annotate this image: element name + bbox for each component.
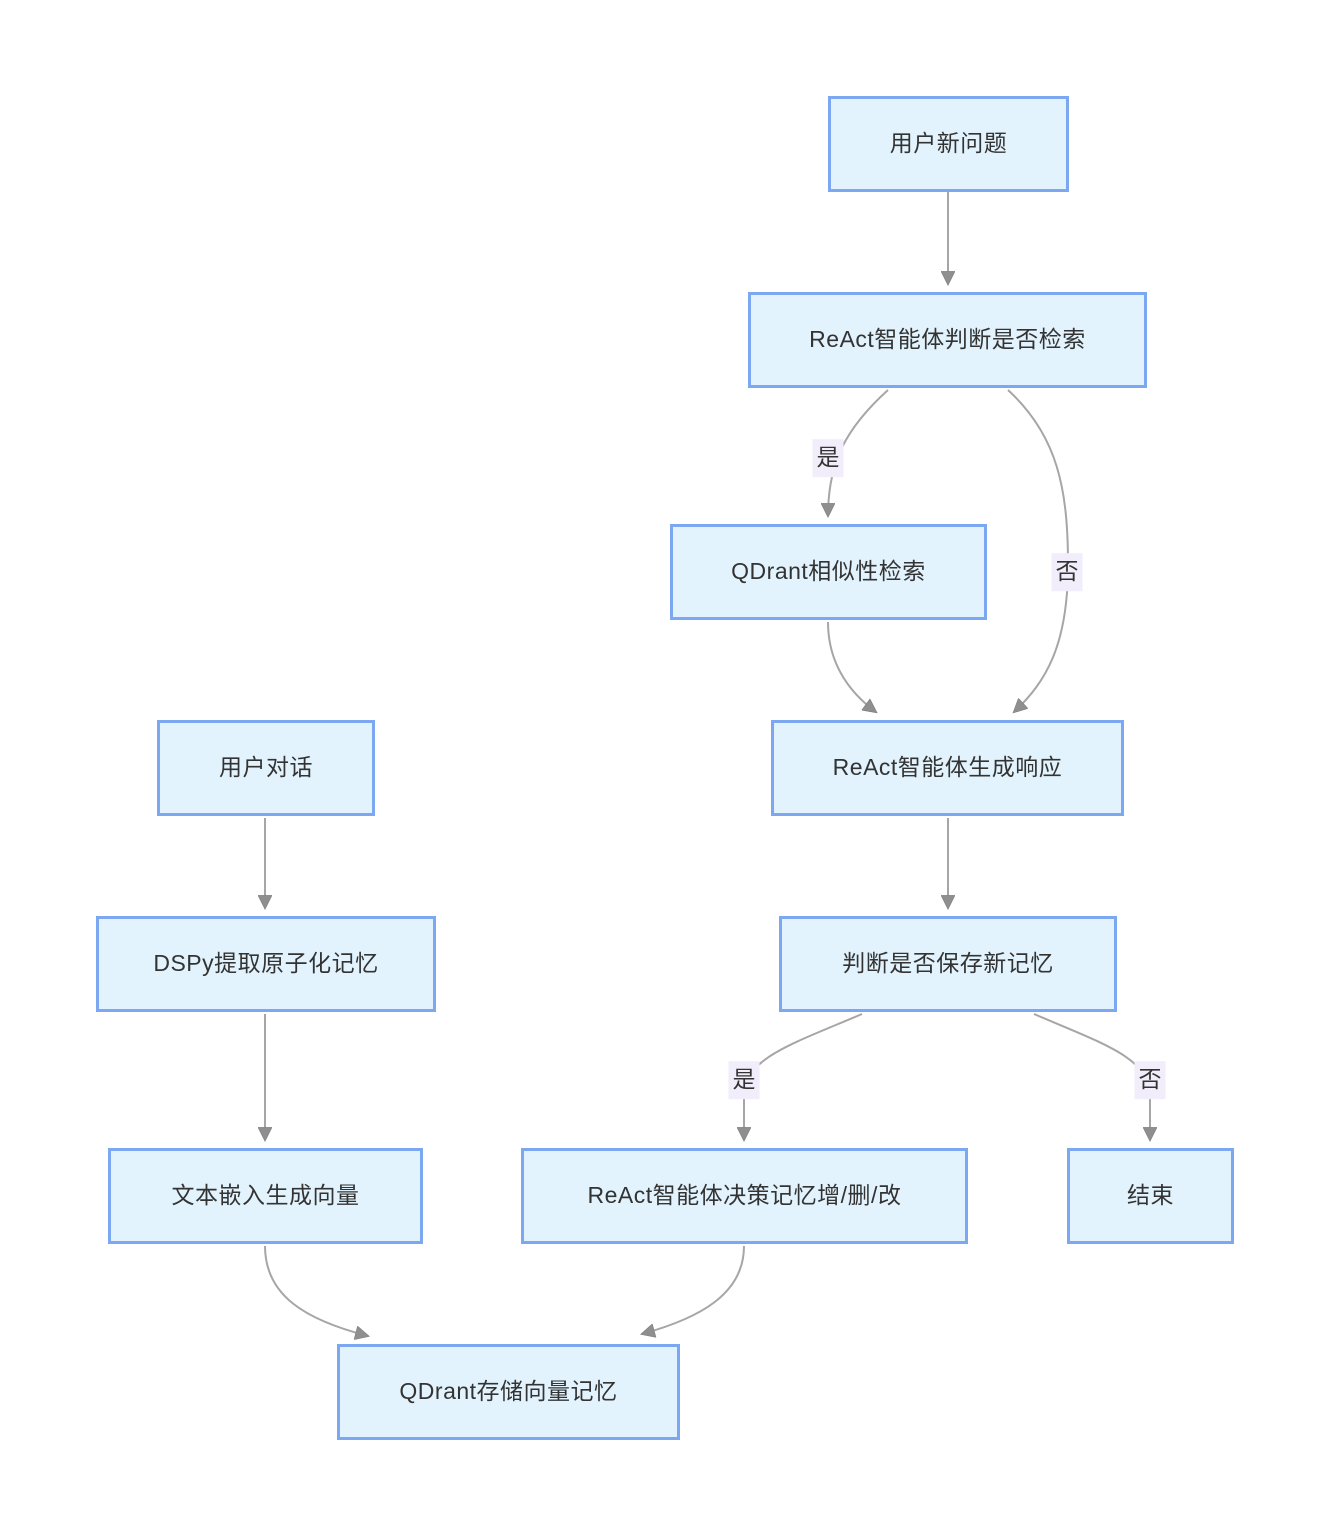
edge-label-no-save: 否 — [1134, 1061, 1166, 1099]
node-react-judge-retrieval: ReAct智能体判断是否检索 — [748, 292, 1147, 388]
node-judge-save-memory: 判断是否保存新记忆 — [779, 916, 1117, 1012]
node-qdrant-similarity-search: QDrant相似性检索 — [670, 524, 987, 620]
node-end: 结束 — [1067, 1148, 1234, 1244]
node-user-new-question: 用户新问题 — [828, 96, 1069, 192]
node-dspy-extract-memory: DSPy提取原子化记忆 — [96, 916, 436, 1012]
edge-judge2-to-crud-yes — [744, 1013, 863, 1140]
node-user-dialog: 用户对话 — [157, 720, 375, 816]
edge-search-to-response — [827, 621, 876, 712]
edge-label-yes-save: 是 — [728, 1061, 760, 1099]
node-qdrant-store-memory: QDrant存储向量记忆 — [337, 1344, 680, 1440]
node-react-memory-crud: ReAct智能体决策记忆增/删/改 — [521, 1148, 968, 1244]
edge-embedding-to-store — [264, 1245, 368, 1336]
edge-judge2-to-end-no — [1033, 1013, 1150, 1140]
node-text-embedding: 文本嵌入生成向量 — [108, 1148, 423, 1244]
edge-label-no-retrieve: 否 — [1051, 553, 1083, 591]
edge-judge-to-response-no — [1007, 389, 1070, 712]
node-react-generate-response: ReAct智能体生成响应 — [771, 720, 1124, 816]
edge-label-yes-retrieve: 是 — [812, 439, 844, 477]
edge-crud-to-store — [642, 1245, 745, 1334]
